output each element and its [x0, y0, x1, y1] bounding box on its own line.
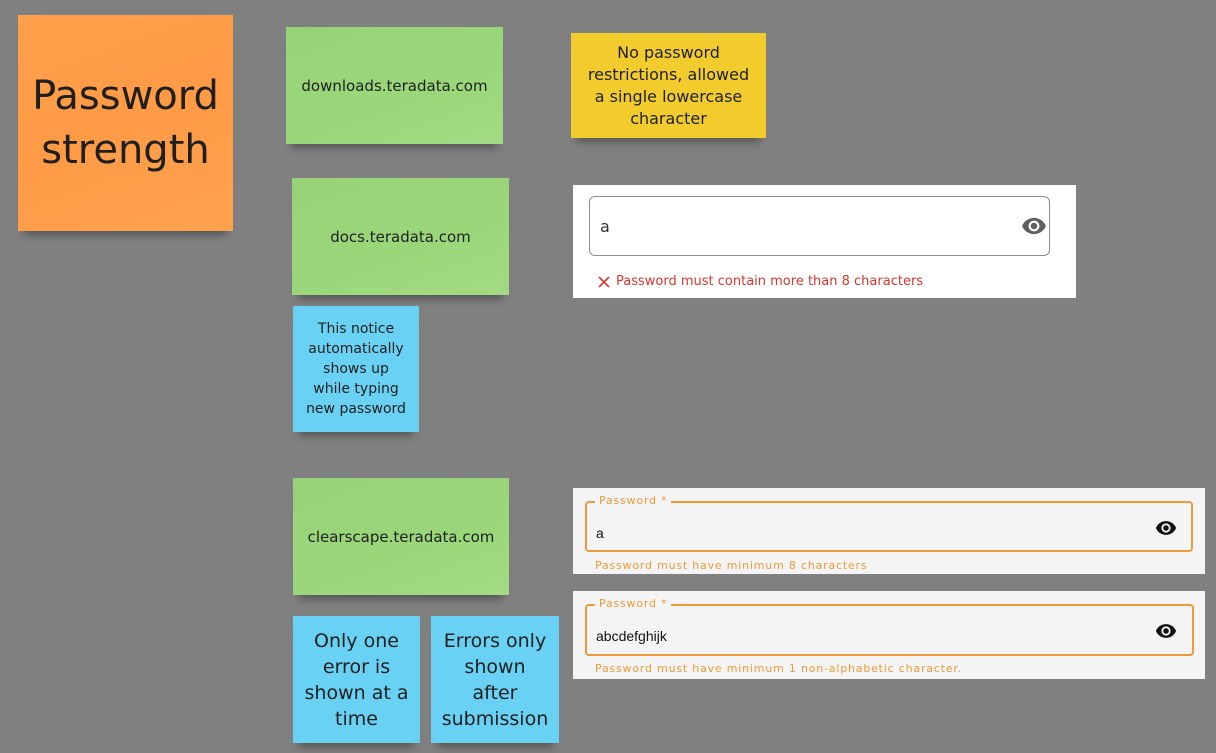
clearscape-password-value-1: a	[596, 525, 604, 541]
docs-site-label: docs.teradata.com	[330, 227, 471, 246]
clearscape-note-one-sticky: Only one error is shown at a time	[293, 616, 420, 743]
docs-note-sticky: This notice automatically shows up while…	[293, 306, 419, 432]
clearscape-note-one-text: Only one error is shown at a time	[304, 629, 409, 730]
title-sticky-note: Password strength	[18, 15, 233, 231]
clearscape-password-card-2: Password * abcdefghijk Password must hav…	[573, 591, 1205, 679]
docs-error-text: Password must contain more than 8 charac…	[616, 274, 924, 289]
downloads-site-sticky-note: downloads.teradata.com	[286, 27, 503, 144]
clearscape-password-label-1: Password *	[595, 494, 672, 508]
eye-icon[interactable]	[1155, 517, 1177, 539]
clearscape-site-label: clearscape.teradata.com	[307, 527, 495, 546]
docs-password-value: a	[600, 217, 610, 236]
eye-icon[interactable]	[1155, 620, 1177, 642]
clearscape-note-two-sticky: Errors only shown after submission	[431, 616, 559, 743]
clearscape-site-sticky-note: clearscape.teradata.com	[293, 478, 509, 595]
title-sticky-text: Password strength	[32, 73, 219, 173]
downloads-site-label: downloads.teradata.com	[301, 76, 488, 95]
clearscape-password-helper-2: Password must have minimum 1 non-alphabe…	[595, 662, 962, 675]
downloads-note-sticky: No password restrictions, allowed a sing…	[571, 33, 766, 138]
clearscape-password-label-2: Password *	[595, 597, 672, 611]
downloads-note-text: No password restrictions, allowed a sing…	[587, 42, 750, 128]
clearscape-password-helper-1: Password must have minimum 8 characters	[595, 559, 868, 572]
clearscape-password-input-2[interactable]: Password * abcdefghijk	[585, 597, 1194, 656]
clearscape-password-value-2: abcdefghijk	[596, 628, 667, 644]
docs-site-sticky-note: docs.teradata.com	[292, 178, 509, 295]
clearscape-note-two-text: Errors only shown after submission	[441, 629, 549, 730]
eye-icon[interactable]	[1021, 213, 1047, 239]
docs-password-card: a Password must contain more than 8 char…	[573, 185, 1076, 298]
docs-password-input[interactable]: a	[589, 196, 1050, 256]
clearscape-password-card-1: Password * a Password must have minimum …	[573, 488, 1205, 574]
docs-error-message: Password must contain more than 8 charac…	[598, 274, 923, 289]
clearscape-password-input-1[interactable]: Password * a	[585, 494, 1193, 552]
close-x-icon	[598, 276, 610, 288]
docs-note-text: This notice automatically shows up while…	[306, 321, 406, 417]
